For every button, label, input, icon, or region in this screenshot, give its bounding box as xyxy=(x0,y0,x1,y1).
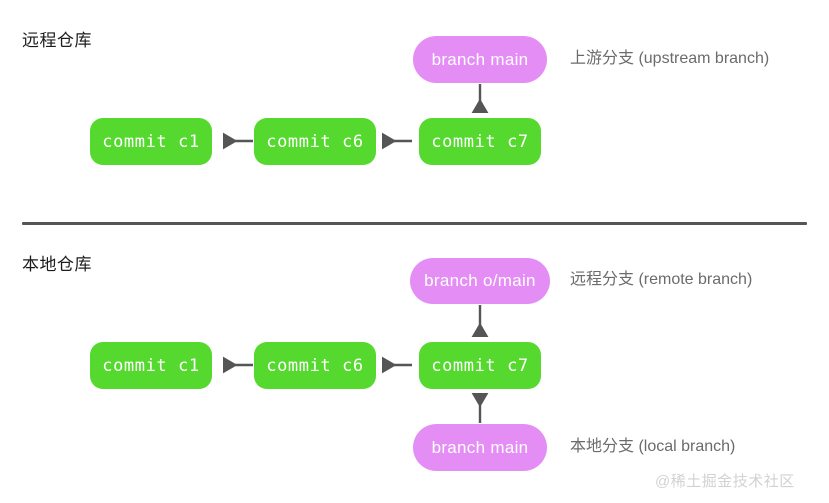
node-remote-commit-c7[interactable]: commit c7 xyxy=(419,118,541,165)
node-remote-commit-c6[interactable]: commit c6 xyxy=(254,118,376,165)
section-heading-remote-repository: 远程仓库 xyxy=(22,31,92,50)
node-local-commit-c1[interactable]: commit c1 xyxy=(90,342,212,389)
watermark: @稀土掘金技术社区 xyxy=(655,473,795,490)
node-local-commit-c7[interactable]: commit c7 xyxy=(419,342,541,389)
node-remote-branch-main[interactable]: branch main xyxy=(413,36,547,83)
annotation-remote-branch: 远程分支 (remote branch) xyxy=(570,271,753,288)
annotation-local-branch: 本地分支 (local branch) xyxy=(570,438,736,455)
section-heading-local-repository: 本地仓库 xyxy=(22,255,92,274)
node-local-branch-main[interactable]: branch main xyxy=(413,424,547,471)
node-remote-commit-c1[interactable]: commit c1 xyxy=(90,118,212,165)
section-divider xyxy=(22,222,807,225)
node-local-branch-omain[interactable]: branch o/main xyxy=(410,258,550,304)
annotation-upstream-branch: 上游分支 (upstream branch) xyxy=(570,50,770,67)
node-local-commit-c6[interactable]: commit c6 xyxy=(254,342,376,389)
